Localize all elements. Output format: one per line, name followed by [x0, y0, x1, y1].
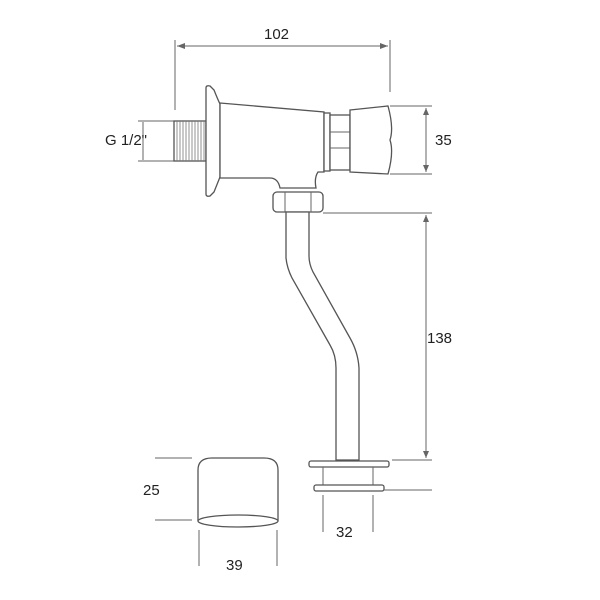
label-thread-size: G 1/2" [105, 132, 148, 149]
label-cap-height: 25 [143, 482, 160, 499]
cover-cap [197, 457, 279, 521]
outlet-fitting [308, 460, 432, 492]
dim-138-lines [323, 212, 432, 461]
push-button [349, 105, 393, 175]
label-overall-length: 102 [264, 26, 290, 43]
hex-nut [272, 191, 324, 213]
label-pipe-height: 138 [427, 330, 453, 347]
threaded-inlet [173, 120, 207, 162]
button-collar [323, 112, 351, 172]
label-outlet-diameter: 32 [336, 524, 353, 541]
wall-flange [205, 85, 221, 197]
dim-102-lines [174, 40, 391, 110]
label-cap-diameter: 39 [226, 557, 243, 574]
dim-25-lines [155, 457, 192, 521]
cap-rim [197, 514, 279, 528]
dim-32-lines [322, 495, 374, 532]
dim-39-lines [198, 530, 278, 566]
label-button-height: 35 [435, 132, 452, 149]
valve-body [219, 102, 325, 189]
dim-35-lines [390, 105, 432, 175]
s-pipe [285, 211, 360, 461]
dim-thread-lines [138, 120, 175, 162]
